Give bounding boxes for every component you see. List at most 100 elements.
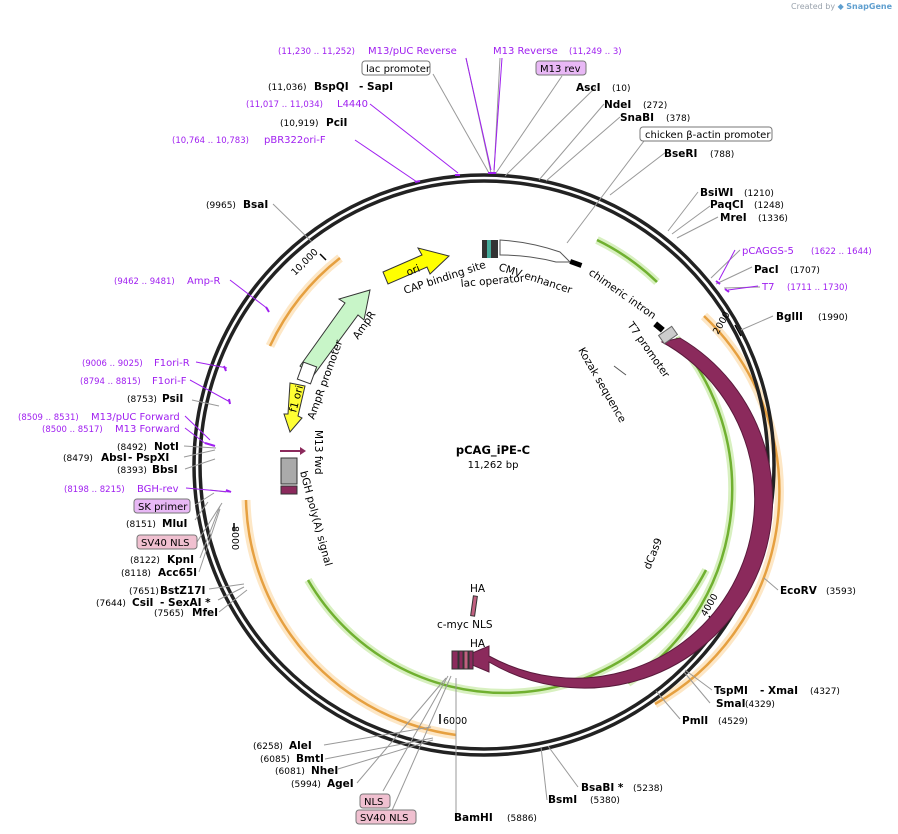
tick-8000: 8000 bbox=[229, 526, 240, 550]
box-lac-promoter: lac promoter bbox=[361, 60, 431, 76]
primer-m13puc-rev: M13/pUC Reverse bbox=[368, 46, 457, 57]
site-tspmi-xmai: - XmaI bbox=[760, 685, 798, 697]
box-m13-rev: M13 rev bbox=[535, 60, 587, 76]
site-bsabi: BsaBI * bbox=[581, 782, 624, 794]
svg-text:M13 rev: M13 rev bbox=[540, 64, 581, 75]
site-pmli: PmlI bbox=[682, 715, 708, 727]
backbone-outer bbox=[192, 173, 776, 757]
orange-arc-left bbox=[241, 499, 457, 740]
site-kpni: KpnI bbox=[167, 554, 194, 566]
site-tspmi: TspMI bbox=[714, 685, 748, 697]
plasmid-size: 11,262 bp bbox=[468, 460, 519, 471]
site-alei: AleI bbox=[289, 740, 312, 752]
site-bspqi-sapi: - SapI bbox=[359, 81, 393, 93]
primer-f1orir-pos: (9006 .. 9025) bbox=[82, 359, 143, 369]
site-psii-pos: (8753) bbox=[127, 395, 157, 405]
site-bseri-pos: (788) bbox=[710, 150, 734, 160]
m13-fwd-arrow bbox=[280, 447, 306, 455]
label-cmyc-nls: c-myc NLS bbox=[437, 619, 493, 631]
ampr-arrow bbox=[299, 289, 371, 377]
primer-m13-fwd-pos: (8500 .. 8517) bbox=[42, 425, 103, 435]
site-snabi: SnaBI bbox=[620, 112, 654, 124]
site-bmti: BmtI bbox=[296, 753, 324, 765]
site-ecorv-pos: (3593) bbox=[826, 587, 856, 597]
site-asci-pos: (10) bbox=[612, 84, 630, 94]
site-mlui-pos: (8151) bbox=[126, 520, 156, 530]
svg-text:SV40 NLS: SV40 NLS bbox=[360, 813, 409, 824]
primer-pcaggs: pCAGGS-5 bbox=[742, 246, 794, 257]
primer-f1orir: F1ori-R bbox=[154, 358, 190, 369]
svg-text:NLS: NLS bbox=[364, 797, 383, 808]
site-mrei: MreI bbox=[720, 212, 747, 224]
site-acc65i: Acc65I bbox=[158, 567, 197, 579]
site-bsmi: BsmI bbox=[548, 794, 577, 806]
primer-pcaggs-pos: (1622 .. 1644) bbox=[811, 247, 872, 257]
site-bglii: BglII bbox=[776, 311, 803, 323]
site-bsai-pos: (9965) bbox=[206, 201, 236, 211]
site-bsiwi: BsiWI bbox=[700, 187, 733, 199]
site-bstz17i: BstZ17I bbox=[160, 585, 205, 597]
promoter-region bbox=[482, 239, 583, 268]
label-ori: ori bbox=[405, 263, 422, 279]
box-sv40-nls-left: SV40 NLS bbox=[136, 534, 198, 550]
site-mlui: MluI bbox=[162, 518, 187, 530]
site-bmti-pos: (6085) bbox=[260, 755, 290, 765]
svg-text:lac promoter: lac promoter bbox=[366, 64, 431, 75]
svg-text:SV40 NLS: SV40 NLS bbox=[141, 538, 190, 549]
label-dcas9: dCas9 bbox=[642, 536, 665, 571]
label-m13-fwd: M13 fwd bbox=[312, 430, 324, 475]
site-paci: PacI bbox=[754, 264, 779, 276]
site-bbsi-pos: (8393) bbox=[117, 466, 147, 476]
site-ecorv: EcoRV bbox=[780, 585, 818, 597]
ha-tag-marker bbox=[470, 595, 478, 617]
primer-marks bbox=[204, 172, 730, 493]
primer-t7-pos: (1711 .. 1730) bbox=[787, 283, 848, 293]
site-mfei-pos: (7565) bbox=[154, 609, 184, 619]
site-agei: AgeI bbox=[327, 778, 354, 790]
nls-cluster bbox=[451, 650, 474, 670]
site-agei-pos: (5994) bbox=[291, 780, 321, 790]
site-acc65i-pos: (8118) bbox=[121, 569, 151, 579]
primer-f1orif: F1ori-F bbox=[152, 376, 187, 387]
primer-l4440-pos: (11,017 .. 11,034) bbox=[246, 100, 323, 110]
site-noti-pos: (8492) bbox=[117, 443, 147, 453]
primer-ampr: Amp-R bbox=[187, 276, 221, 287]
ori-arrow bbox=[382, 247, 450, 285]
brand-app-name: SnapGene bbox=[846, 2, 892, 11]
label-ha-top: HA bbox=[470, 583, 486, 595]
site-ndei: NdeI bbox=[604, 99, 631, 111]
site-absi-pspxi: - PspXI bbox=[128, 452, 169, 464]
site-bamhi: BamHI bbox=[454, 812, 493, 824]
snapgene-logo: ◆ bbox=[837, 2, 844, 11]
site-pcii: PciI bbox=[326, 117, 347, 129]
site-csii: CsiI bbox=[132, 597, 153, 609]
site-asci: AscI bbox=[576, 82, 601, 94]
primer-m13-rev: M13 Reverse bbox=[493, 46, 558, 57]
site-smai: SmaI bbox=[716, 698, 746, 710]
site-bsiwi-pos: (1210) bbox=[744, 189, 774, 199]
label-kozak: Kozak sequence bbox=[575, 346, 628, 425]
svg-text:SK primer: SK primer bbox=[138, 502, 188, 513]
site-ndei-pos: (272) bbox=[643, 101, 667, 111]
label-lac-operator: lac operator bbox=[460, 272, 525, 290]
primer-t7: T7 bbox=[761, 282, 774, 293]
site-paqci-pos: (1248) bbox=[754, 201, 784, 211]
primer-f1orif-pos: (8794 .. 8815) bbox=[80, 377, 141, 387]
ampr-promoter-box bbox=[296, 361, 318, 385]
site-mfei: MfeI bbox=[192, 607, 218, 619]
site-tspmi-pos: (4327) bbox=[810, 687, 840, 697]
primer-pbr322-pos: (10,764 .. 10,783) bbox=[172, 136, 249, 146]
site-nhei-pos: (6081) bbox=[275, 767, 305, 777]
primer-l4440: L4440 bbox=[337, 99, 368, 110]
brand-created-by: Created by bbox=[791, 2, 836, 11]
site-nhei: NheI bbox=[311, 765, 338, 777]
f1-ori-arrow bbox=[283, 382, 306, 433]
site-snabi-pos: (378) bbox=[666, 114, 690, 124]
primer-m13-fwd: M13 Forward bbox=[115, 424, 180, 435]
primer-ampr-pos: (9462 .. 9481) bbox=[114, 277, 175, 287]
site-pcii-pos: (10,919) bbox=[280, 119, 319, 129]
primer-leader-lines bbox=[184, 57, 759, 493]
site-bsai: BsaI bbox=[243, 199, 268, 211]
site-bseri: BseRI bbox=[664, 148, 697, 160]
